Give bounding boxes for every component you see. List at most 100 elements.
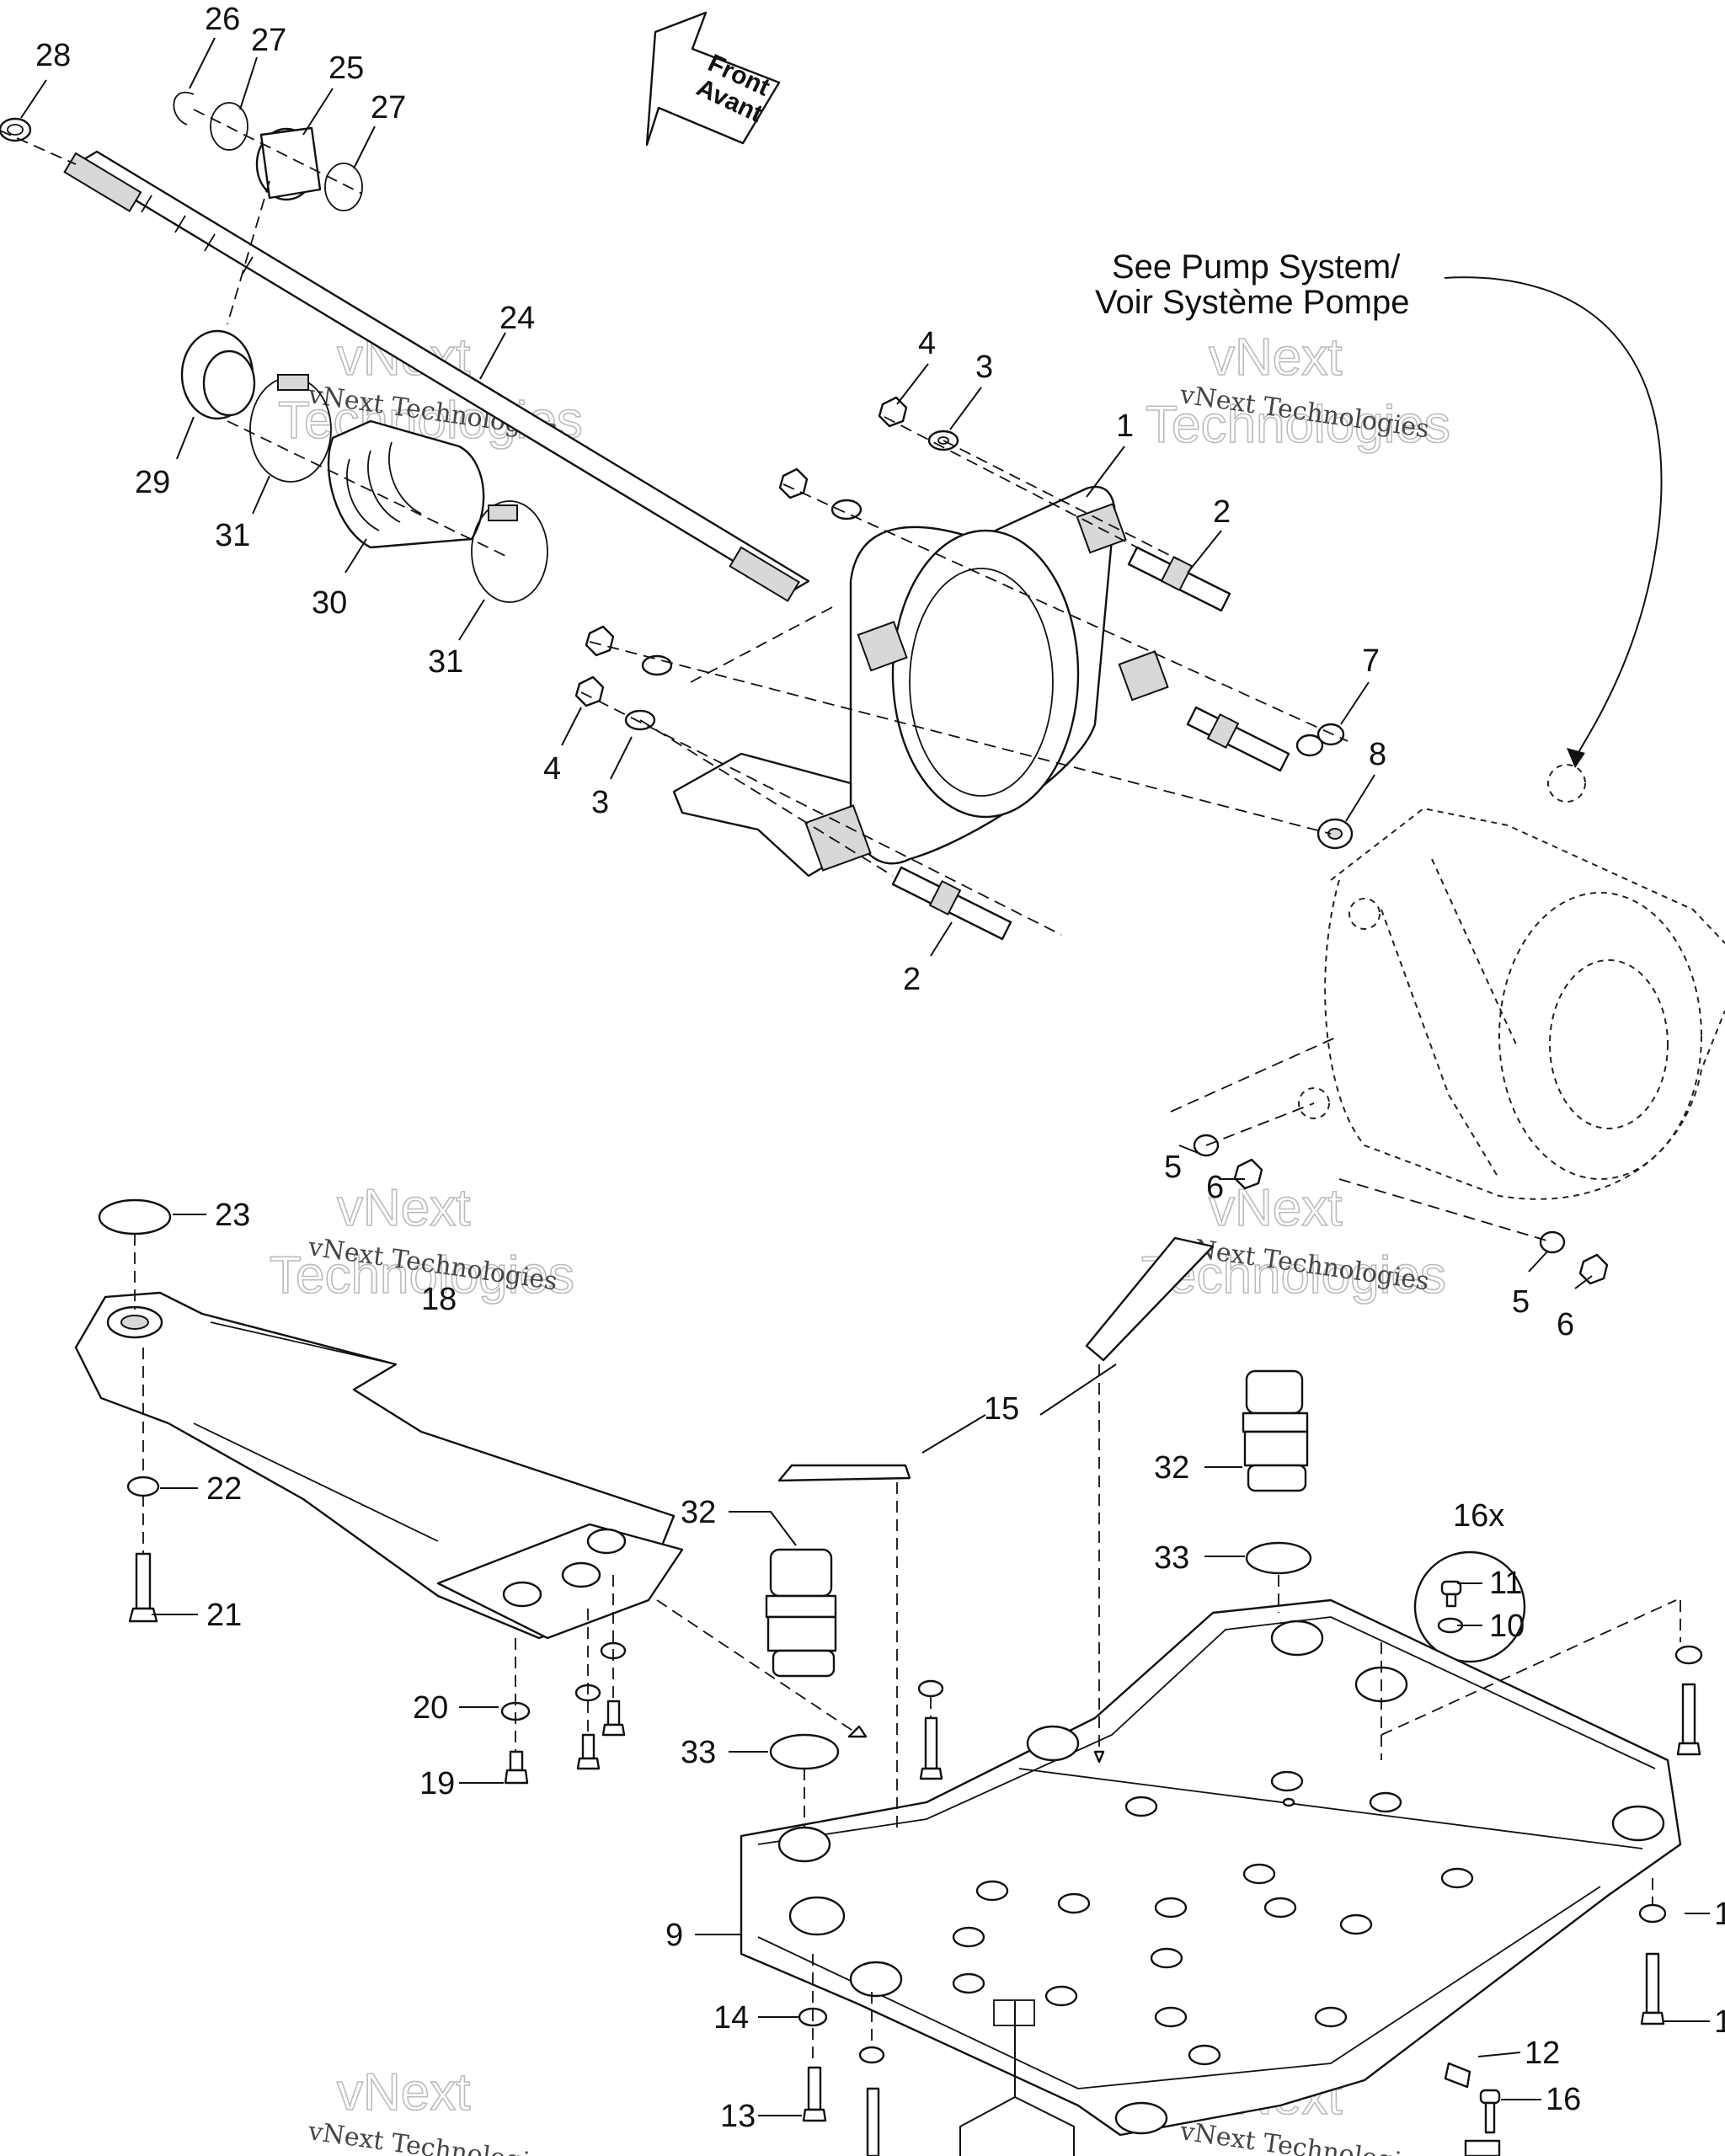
svg-text:Voir Système Pompe: Voir Système Pompe (1095, 284, 1410, 321)
washer-mid (641, 654, 673, 676)
callout-3a: 3 (975, 350, 993, 385)
screw-12 (1444, 2062, 1471, 2089)
callout-27a: 27 (251, 23, 286, 58)
callout-30: 30 (312, 585, 347, 621)
cap-23 (98, 1198, 172, 1235)
callout-5a: 5 (1164, 1150, 1182, 1185)
hose-clamp-31a (249, 374, 332, 483)
svg-text:See Pump System/: See Pump System/ (1112, 248, 1401, 286)
callout-3b: 3 (591, 785, 609, 820)
callout-9: 9 (665, 1918, 683, 1953)
hose-clamp-31b (471, 500, 548, 603)
retaining-ring-26 (173, 91, 195, 125)
callout-17a: 1 (1714, 1897, 1725, 1932)
callout-14: 14 (713, 2000, 749, 2036)
svg-text:vNext Technologies: vNext Technologies (306, 2116, 559, 2156)
callout-26: 26 (205, 2, 240, 37)
callout-2b: 2 (903, 962, 921, 997)
callout-31a: 31 (215, 518, 250, 553)
svg-text:Technologies: Technologies (270, 1246, 574, 1305)
o-ring-33b (1245, 1541, 1312, 1575)
callout-5b: 5 (1512, 1284, 1530, 1320)
see-pump-system-note: See Pump System/ Voir Système Pompe (1095, 248, 1663, 768)
callout-6a: 6 (1206, 1170, 1224, 1205)
front-direction-arrow: Front Avant (645, 11, 781, 147)
svg-text:vNext: vNext (1209, 1179, 1342, 1237)
watermark-bottom-left: vNext vNext Technologies (306, 2063, 559, 2156)
callout-4a: 4 (918, 326, 936, 361)
callout-7: 7 (1362, 643, 1380, 679)
callout-1: 1 (1116, 408, 1134, 444)
svg-text:Technologies: Technologies (1146, 396, 1450, 454)
callout-21: 21 (206, 1598, 242, 1633)
svg-text:vNext: vNext (1209, 328, 1342, 387)
screw-16 (1479, 2089, 1501, 2134)
bearing-29 (180, 329, 256, 420)
callout-2a: 2 (1213, 494, 1231, 530)
washer-bolt-far-right-top (1674, 1645, 1703, 1756)
washer-bolt-lower (858, 2046, 885, 2156)
decal-15b (1085, 1236, 1215, 1362)
plug-8 (1316, 818, 1354, 850)
callout-33b: 33 (1154, 1540, 1189, 1576)
washer-5b (1539, 1230, 1566, 1254)
nut-4b (574, 675, 605, 707)
nut-4a (878, 396, 908, 428)
bracket-part (1464, 2139, 1501, 2156)
callout-32a: 32 (681, 1495, 716, 1530)
callout-8: 8 (1369, 737, 1386, 772)
hull-plate-9 (740, 1598, 1682, 2137)
callout-24: 24 (499, 301, 535, 336)
o-ring-27b (324, 163, 363, 211)
callout-23: 23 (215, 1198, 250, 1233)
washer-bolt-upper (917, 1679, 944, 1780)
o-ring-27a (210, 102, 248, 151)
stud-2a (1127, 546, 1231, 612)
washer-7 (1295, 723, 1345, 757)
bolt-21 (128, 1552, 158, 1623)
detail-circle-16x (1413, 1550, 1526, 1663)
quantity-16x: 16x (1453, 1498, 1504, 1534)
washer-bolt-far-right-bottom (1638, 1903, 1667, 2025)
callout-10: 10 (1489, 1609, 1525, 1644)
bolt-13 (802, 2066, 827, 2122)
washer-bolt-mid (574, 1684, 601, 1770)
pump-support-1 (672, 486, 1169, 878)
callout-20: 20 (413, 1690, 448, 1726)
callout-15: 15 (984, 1391, 1019, 1427)
washer-22 (126, 1476, 160, 1497)
callout-13: 13 (720, 2099, 756, 2134)
washer-upper (830, 499, 862, 520)
callout-4b: 4 (543, 751, 561, 787)
bolt-19 (504, 1750, 529, 1785)
drive-shaft (63, 150, 810, 602)
callout-32b: 32 (1154, 1450, 1189, 1486)
boot-30 (327, 419, 485, 549)
callout-33a: 33 (681, 1735, 716, 1770)
callout-6b: 6 (1557, 1307, 1574, 1342)
fitting-32b (1242, 1369, 1309, 1492)
jet-pump-reference (1298, 764, 1725, 1200)
stud-2b (891, 866, 1012, 941)
nut-6b (1578, 1253, 1609, 1285)
o-ring-33a (769, 1733, 840, 1770)
callout-17b: 1 (1714, 2004, 1725, 2040)
callout-27b: 27 (371, 90, 406, 125)
nut-mid (585, 625, 615, 657)
callout-12: 12 (1525, 2036, 1560, 2071)
callout-29: 29 (135, 465, 170, 500)
callout-11: 11 (1489, 1566, 1522, 1601)
svg-text:vNext: vNext (337, 2063, 470, 2121)
screw-11 (1440, 1580, 1462, 1608)
callout-19: 19 (419, 1766, 455, 1801)
seal-carrier-25 (255, 126, 322, 201)
watermark-top-right: vNext Technologies vNext Technologies (1145, 328, 1451, 455)
callout-16: 16 (1546, 2082, 1581, 2117)
callout-28: 28 (35, 38, 71, 73)
ride-shoe-18 (74, 1291, 684, 1640)
callout-leaders (20, 37, 1710, 2156)
callout-22: 22 (206, 1471, 242, 1507)
callout-labels: 28 26 27 25 27 24 29 31 30 31 4 3 1 2 7 … (35, 2, 1725, 2134)
decal-15a (777, 1464, 911, 1482)
